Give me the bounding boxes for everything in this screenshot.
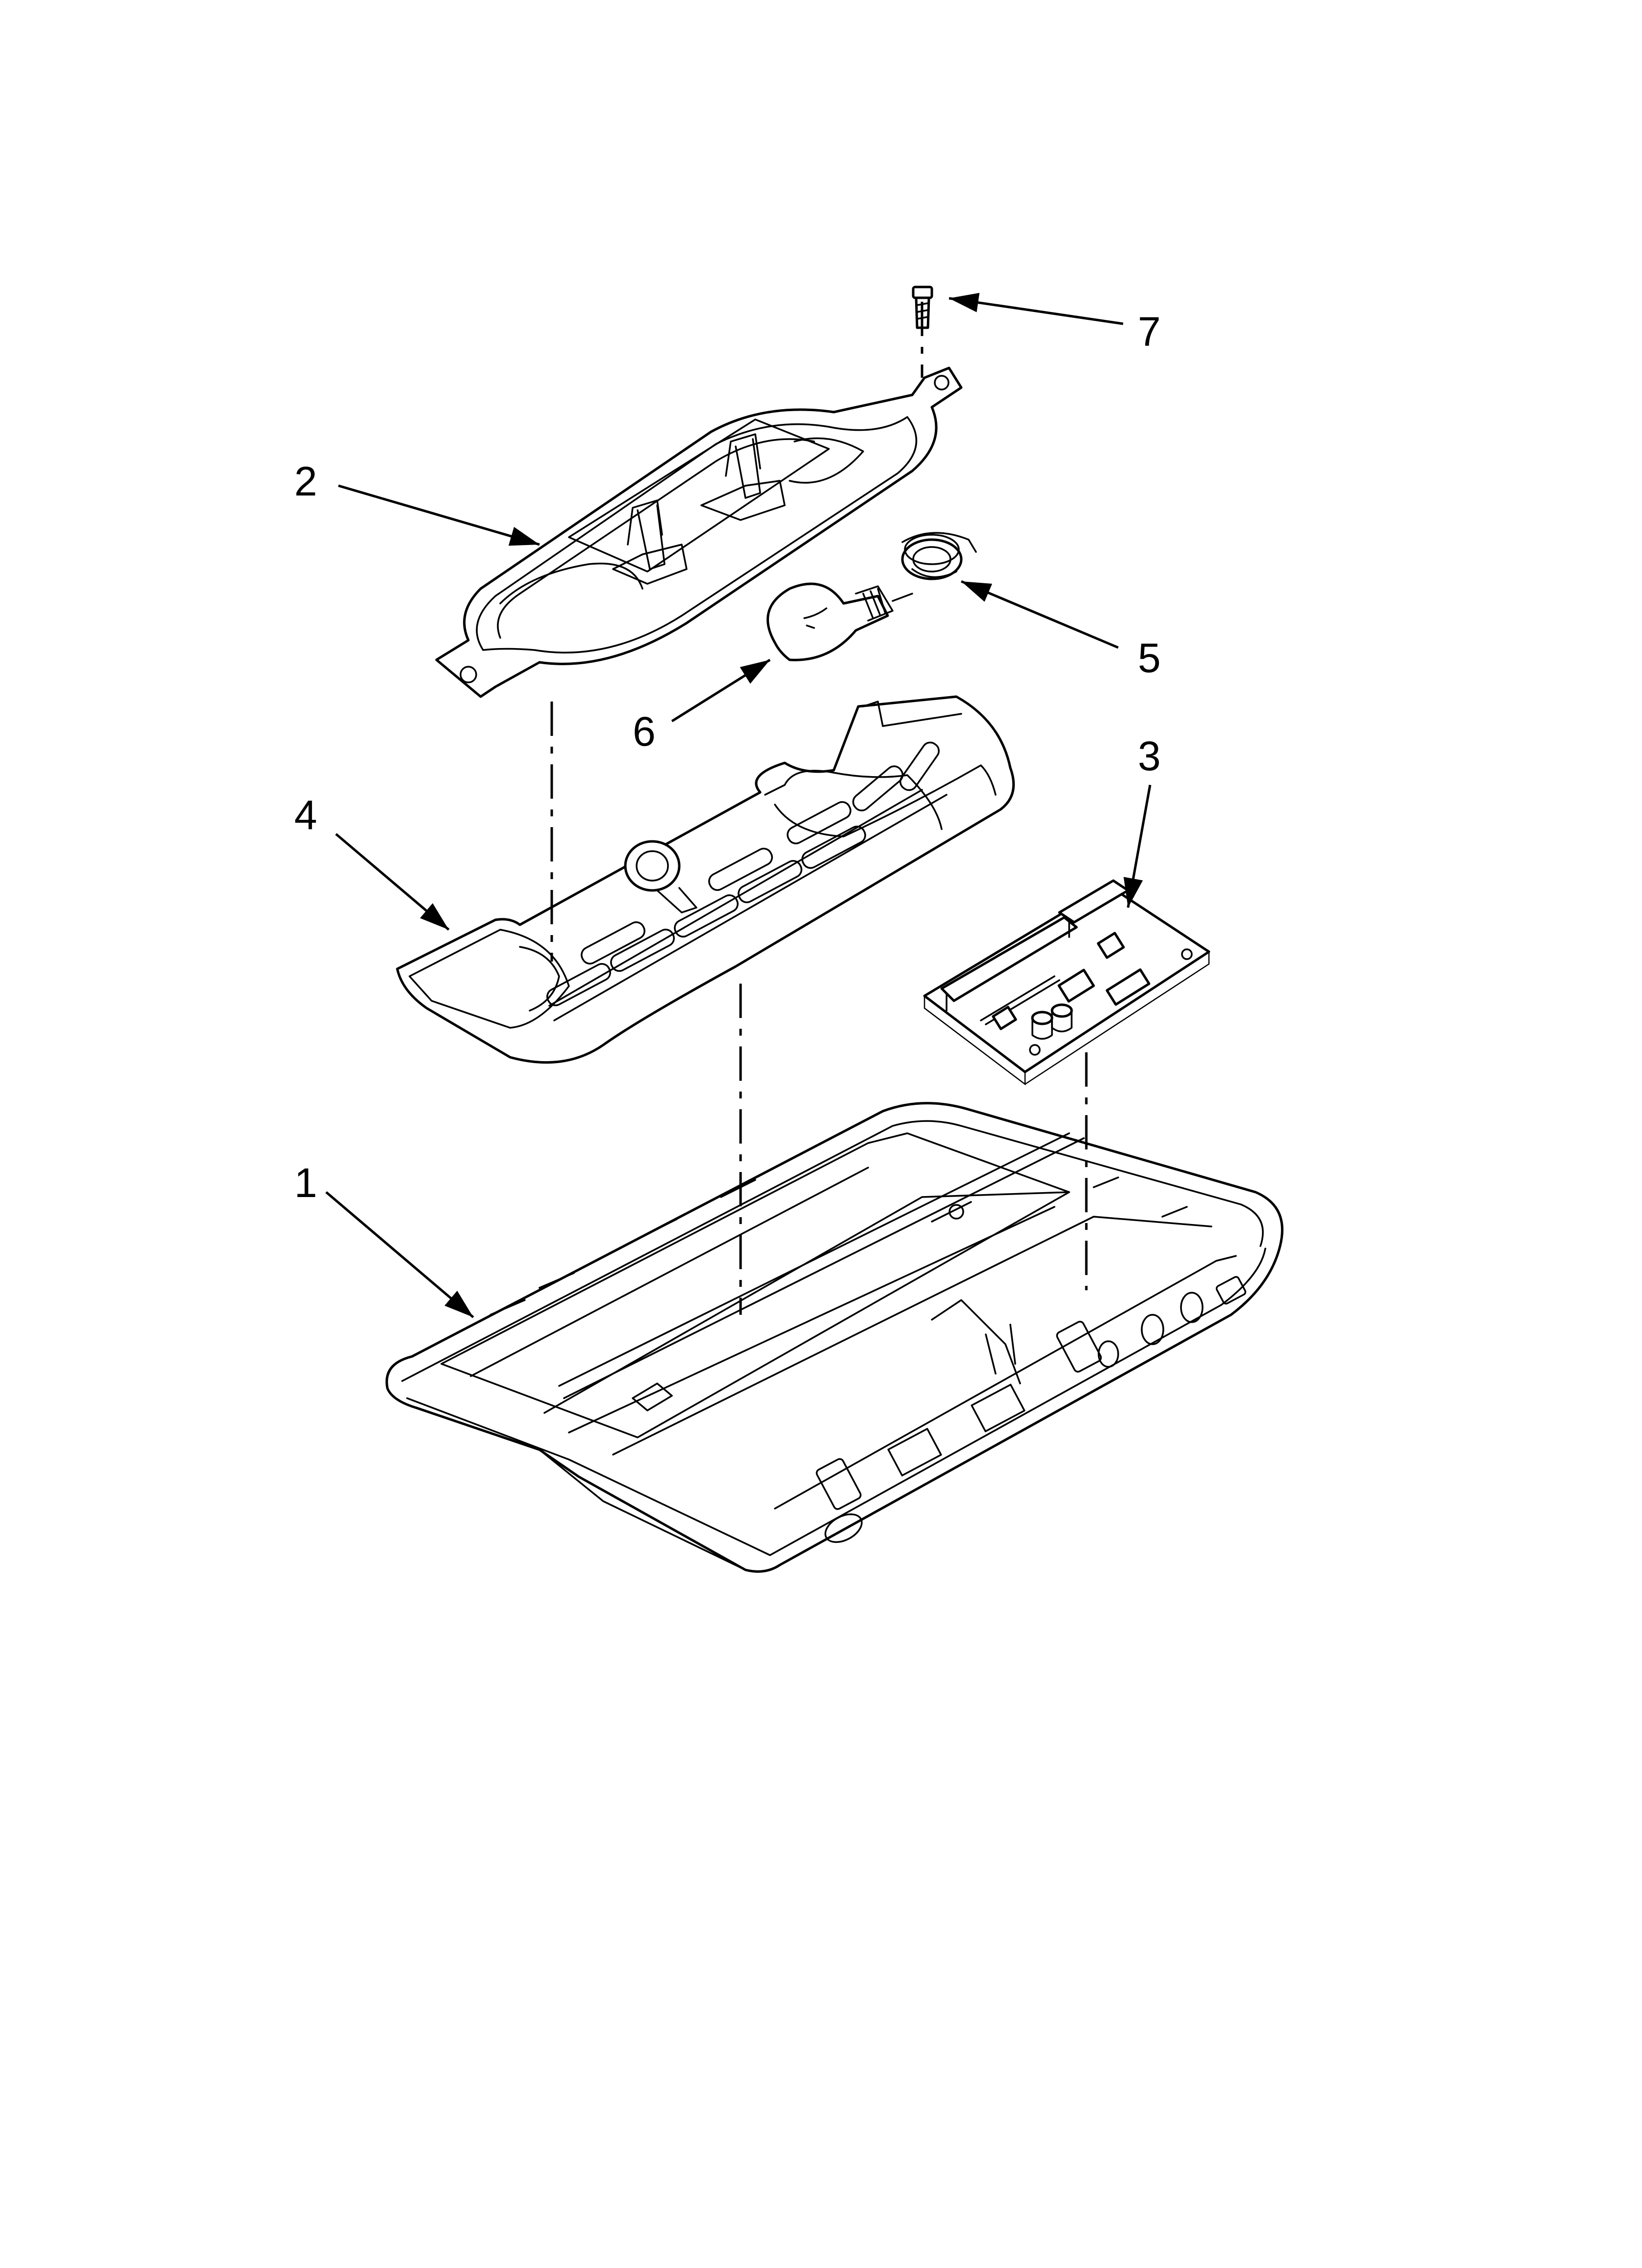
callout-3-label: 3: [1138, 733, 1161, 779]
lamp-socket-part: [901, 532, 977, 580]
callout-4: 4: [294, 792, 450, 931]
callout-5-label: 5: [1138, 635, 1161, 681]
callout-1: 1: [294, 1160, 474, 1318]
callout-2: 2: [294, 458, 540, 546]
callout-5: 5: [961, 580, 1161, 681]
callout-3: 3: [1123, 733, 1161, 908]
assembly-lines: [550, 302, 1088, 1315]
callout-7-label: 7: [1138, 309, 1161, 355]
callout-6-label: 6: [633, 708, 656, 755]
light-bulb-part: [767, 582, 913, 661]
callout-7: 7: [949, 292, 1161, 355]
callout-6: 6: [633, 658, 771, 755]
callout-4-label: 4: [294, 792, 317, 838]
control-board-part: [923, 879, 1210, 1086]
callout-2-label: 2: [294, 458, 317, 504]
light-housing-part: [435, 366, 963, 698]
base-tray-part: [385, 1102, 1283, 1573]
light-lens-part: [396, 695, 1015, 1064]
callout-1-label: 1: [294, 1160, 317, 1206]
